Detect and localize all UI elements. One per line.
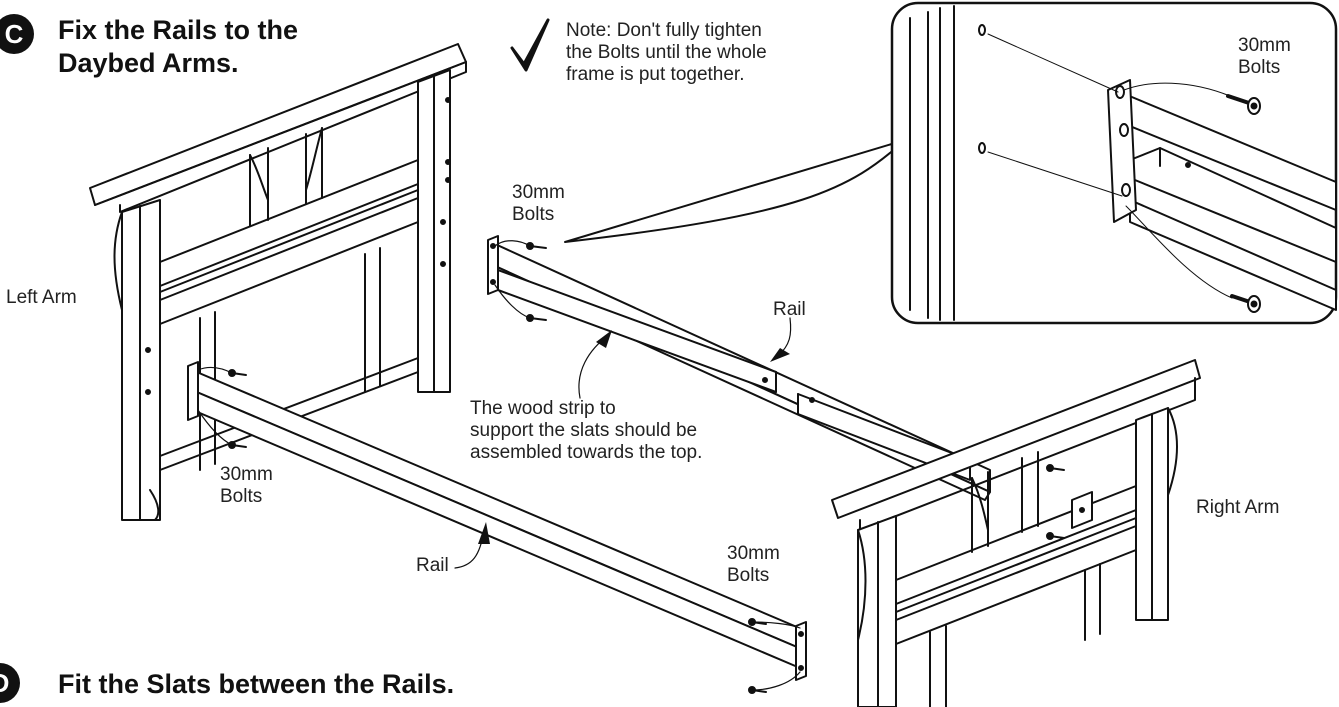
bolt-icon — [1046, 464, 1065, 472]
bolt-icon — [1226, 94, 1261, 115]
note-line1: Note: Don't fully tighten — [566, 20, 762, 41]
checkmark-icon — [510, 18, 550, 72]
bolt-icon — [1230, 294, 1261, 313]
wood-strip-line1: The wood strip to — [470, 398, 616, 419]
inset-bolts-size: 30mm — [1238, 35, 1291, 56]
left-bolts-word: Bolts — [220, 485, 263, 507]
left-arm-drawing — [89, 43, 467, 521]
lower-rail-drawing — [187, 361, 807, 681]
step-d-badge: D — [0, 663, 20, 703]
upper-bolts-label: 30mm Bolts — [512, 182, 565, 226]
left-bolts-size: 30mm — [220, 464, 273, 485]
arrow-heads — [478, 330, 790, 544]
wood-strip-line3: assembled towards the top. — [470, 441, 703, 463]
note-line3: frame is put together. — [566, 63, 745, 85]
upper-bolts-word: Bolts — [512, 203, 555, 225]
step-d-title: Fit the Slats between the Rails. — [58, 669, 455, 699]
right-arm-drawing — [831, 359, 1201, 707]
upper-rail-label: Rail — [773, 299, 806, 320]
wood-strip-note: The wood strip to support the slats shou… — [470, 398, 702, 464]
wood-strip-line2: support the slats should be — [470, 419, 698, 441]
step-c-badge: C — [0, 14, 34, 54]
detail-inset — [890, 1, 1338, 325]
step-c-title-line2: Daybed Arms. — [58, 47, 239, 78]
note-line2: the Bolts until the whole — [566, 41, 767, 63]
left-bolts-label: 30mm Bolts — [220, 464, 273, 508]
step-c-title-line1: Fix the Rails to the — [58, 15, 299, 45]
right-bolts-size: 30mm — [727, 543, 780, 564]
upper-bolts-size: 30mm — [512, 182, 565, 203]
left-arm-label: Left Arm — [6, 287, 77, 308]
inset-bolts-label: 30mm Bolts — [1238, 35, 1291, 79]
bolt-icon — [1046, 532, 1065, 540]
inset-bolts-word: Bolts — [1238, 56, 1281, 78]
bolts-drawing — [228, 242, 1065, 694]
zoom-callout-wedge — [564, 139, 906, 243]
upper-rail-drawing — [487, 235, 991, 501]
right-bolts-label: 30mm Bolts — [727, 543, 780, 587]
right-bolts-word: Bolts — [727, 564, 770, 586]
right-arm-label: Right Arm — [1196, 497, 1280, 518]
lower-rail-label: Rail — [416, 555, 449, 576]
step-c-title: Fix the Rails to the Daybed Arms. — [58, 14, 298, 80]
note-text: Note: Don't fully tighten the Bolts unti… — [566, 20, 767, 86]
